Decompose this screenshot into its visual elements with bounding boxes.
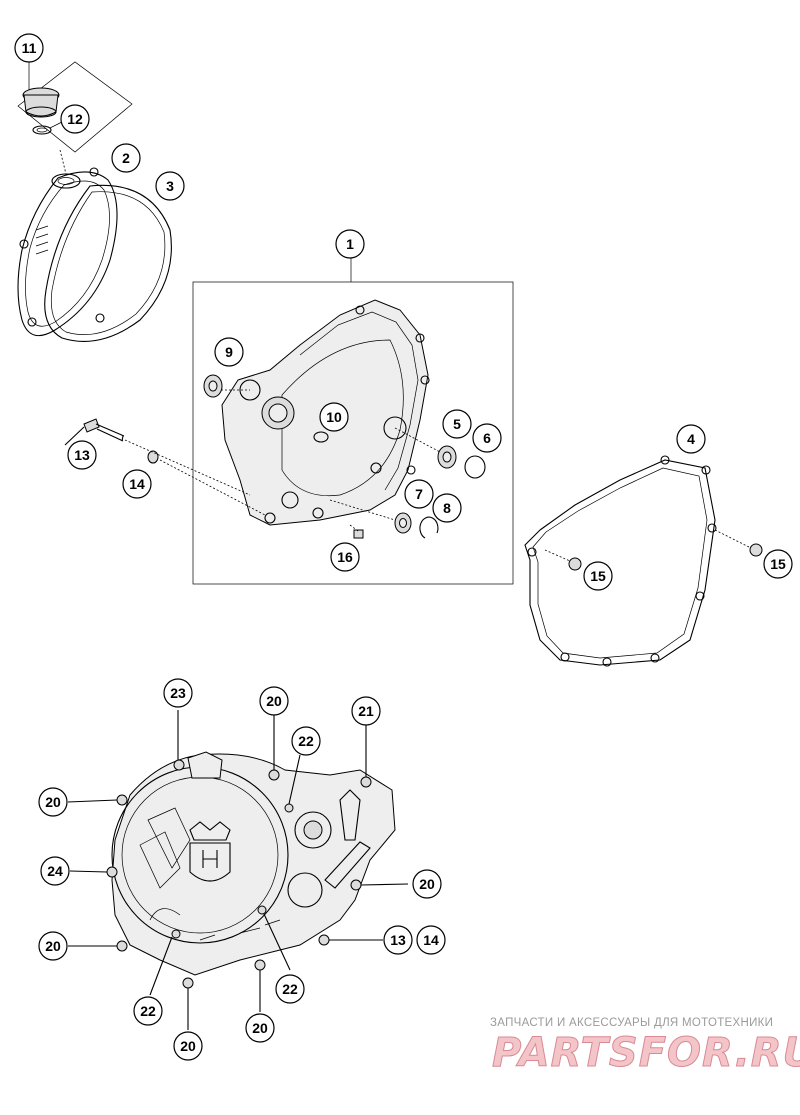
husqvarna-logo — [189, 821, 231, 882]
callout-23: 23 — [163, 678, 193, 708]
svg-text:20: 20 — [419, 876, 435, 892]
callout-20-left-bottom: 20 — [38, 931, 68, 961]
svg-text:24: 24 — [47, 863, 63, 879]
svg-text:20: 20 — [252, 1020, 268, 1036]
callout-10: 10 — [319, 402, 349, 432]
svg-text:6: 6 — [483, 430, 491, 446]
svg-text:15: 15 — [590, 568, 606, 584]
svg-text:22: 22 — [282, 981, 298, 997]
callout-20-top: 20 — [259, 686, 289, 716]
callout-12: 12 — [60, 104, 90, 134]
svg-text:7: 7 — [415, 486, 423, 502]
callout-20-bottom-left: 20 — [173, 1031, 203, 1061]
svg-text:20: 20 — [45, 938, 61, 954]
callout-2: 2 — [111, 143, 141, 173]
svg-text:15: 15 — [770, 556, 786, 572]
callout-15-left: 15 — [583, 561, 613, 591]
svg-text:9: 9 — [225, 344, 233, 360]
svg-text:3: 3 — [166, 178, 174, 194]
callout-7: 7 — [404, 479, 434, 509]
bolt-and-washer — [83, 418, 266, 516]
callout-15-right: 15 — [763, 549, 793, 579]
svg-text:22: 22 — [140, 1003, 156, 1019]
callout-22-bottom-right: 22 — [275, 974, 305, 1004]
svg-text:20: 20 — [266, 693, 282, 709]
callout-24: 24 — [40, 856, 70, 886]
svg-text:5: 5 — [453, 416, 461, 432]
callout-20-bottom-right: 20 — [245, 1013, 275, 1043]
svg-text:16: 16 — [337, 549, 353, 565]
svg-text:23: 23 — [170, 685, 186, 701]
callout-8: 8 — [432, 493, 462, 523]
svg-text:2: 2 — [122, 150, 130, 166]
callout-4: 4 — [676, 424, 706, 454]
callout-9: 9 — [214, 337, 244, 367]
svg-text:20: 20 — [180, 1038, 196, 1054]
svg-text:20: 20 — [45, 794, 61, 810]
watermark-logo: PARTSFOR.RU — [491, 1030, 800, 1077]
outer-cover-gasket — [44, 184, 172, 342]
svg-text:13: 13 — [74, 447, 90, 463]
callout-14-top: 14 — [122, 469, 152, 499]
callout-20-left-top: 20 — [38, 787, 68, 817]
svg-text:8: 8 — [443, 500, 451, 516]
svg-text:4: 4 — [687, 431, 695, 447]
leader-lines — [64, 426, 409, 1030]
callout-3: 3 — [155, 171, 185, 201]
svg-text:10: 10 — [326, 409, 342, 425]
callout-13-bottom: 13 — [383, 925, 413, 955]
svg-text:12: 12 — [67, 111, 83, 127]
assembled-clutch-cover — [106, 751, 396, 989]
inner-cover-gasket — [524, 455, 763, 667]
svg-text:11: 11 — [22, 40, 37, 56]
callout-22-bottom-left: 22 — [133, 996, 163, 1026]
svg-text:22: 22 — [298, 733, 314, 749]
svg-text:14: 14 — [129, 476, 145, 492]
callout-14-bottom: 14 — [416, 925, 446, 955]
svg-text:1: 1 — [346, 236, 354, 252]
callout-6: 6 — [472, 423, 502, 453]
callout-1: 1 — [335, 229, 365, 259]
svg-text:13: 13 — [390, 932, 406, 948]
watermark-tagline: ЗАПЧАСТИ И АКСЕССУАРЫ ДЛЯ МОТОТЕХНИКИ — [490, 1017, 774, 1029]
svg-text:21: 21 — [358, 703, 374, 719]
filler-cap-group — [17, 55, 133, 175]
callout-5: 5 — [442, 409, 472, 439]
outer-clutch-cover — [17, 167, 118, 337]
callout-21: 21 — [351, 696, 381, 726]
callout-16: 16 — [330, 542, 360, 572]
callout-11: 11 — [14, 33, 44, 63]
callout-20-right: 20 — [412, 869, 442, 899]
callout-13-top: 13 — [67, 440, 97, 470]
callout-22-top: 22 — [291, 726, 321, 756]
svg-text:14: 14 — [423, 932, 439, 948]
